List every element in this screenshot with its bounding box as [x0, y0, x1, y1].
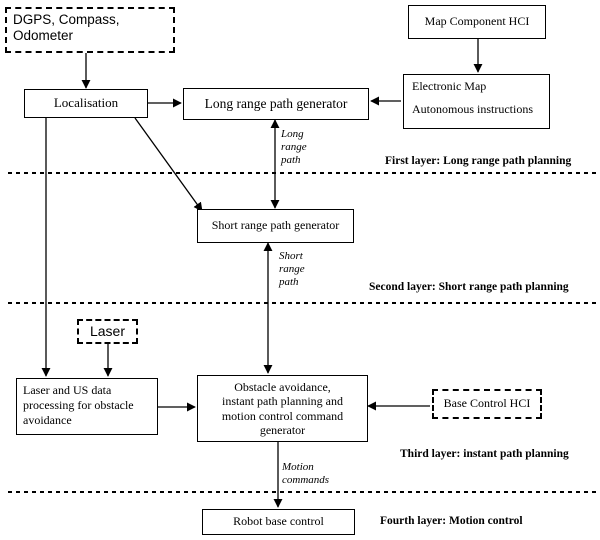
dgps-line-1: DGPS, Compass, — [13, 12, 120, 27]
localisation-label: Localisation — [53, 95, 119, 111]
obstacle-line-2: instant path planning and — [222, 394, 343, 408]
base-control-hci-label: Base Control HCI — [443, 396, 531, 411]
long-range-path-line-1: Long — [281, 128, 304, 140]
obstacle-avoidance-box: Obstacle avoidance, instant path plannin… — [197, 375, 368, 442]
autonomous-instructions-label: Autonomous instructions — [412, 101, 534, 116]
motion-commands-line-1: Motion — [282, 461, 314, 473]
short-range-path-generator-label: Short range path generator — [211, 218, 340, 233]
arrow-localisation-to-shortrange — [134, 117, 203, 212]
map-component-hci-box: Map Component HCI — [408, 5, 546, 39]
first-layer-label: First layer: Long range path planning — [385, 155, 572, 167]
laser-us-line-1: Laser and US data — [23, 383, 112, 397]
short-range-path-line-3: path — [279, 276, 299, 288]
short-range-path-line-1: Short — [279, 250, 303, 262]
laser-box: Laser — [77, 319, 138, 344]
motion-commands-edge-label: Motion commands — [282, 461, 329, 487]
electronic-map-label: Electronic Map — [412, 79, 487, 93]
map-component-hci-label: Map Component HCI — [424, 14, 530, 29]
short-range-path-line-2: range — [279, 263, 305, 275]
motion-commands-line-2: commands — [282, 474, 330, 486]
laser-us-processing-box: Laser and US data processing for obstacl… — [16, 378, 158, 435]
long-range-path-line-2: range — [281, 141, 307, 153]
laser-label: Laser — [89, 323, 126, 340]
dgps-compass-odometer-box: DGPS, Compass, Odometer — [5, 7, 175, 53]
long-range-path-line-3: path — [281, 154, 301, 166]
localisation-box: Localisation — [24, 89, 148, 118]
third-layer-label: Third layer: instant path planning — [400, 448, 569, 460]
electronic-map-box: Electronic Map Autonomous instructions — [403, 74, 550, 129]
long-range-path-generator-label: Long range path generator — [204, 96, 348, 112]
short-range-path-generator-box: Short range path generator — [197, 209, 354, 243]
second-layer-label: Second layer: Short range path planning — [369, 281, 569, 293]
base-control-hci-box: Base Control HCI — [432, 389, 542, 419]
dgps-line-2: Odometer — [13, 28, 74, 43]
short-range-path-edge-label: Short range path — [279, 250, 305, 289]
obstacle-line-3: motion control command — [221, 408, 344, 423]
laser-us-line-3: avoidance — [23, 413, 72, 427]
long-range-path-edge-label: Long range path — [281, 128, 307, 167]
robot-base-control-label: Robot base control — [233, 514, 324, 529]
long-range-path-generator-box: Long range path generator — [183, 88, 369, 120]
robot-base-control-box: Robot base control — [202, 509, 355, 535]
obstacle-line-4: generator — [259, 423, 306, 437]
laser-us-line-2: processing for obstacle — [23, 398, 134, 412]
fourth-layer-label: Fourth layer: Motion control — [380, 515, 523, 527]
obstacle-line-1: Obstacle avoidance, — [234, 379, 331, 394]
